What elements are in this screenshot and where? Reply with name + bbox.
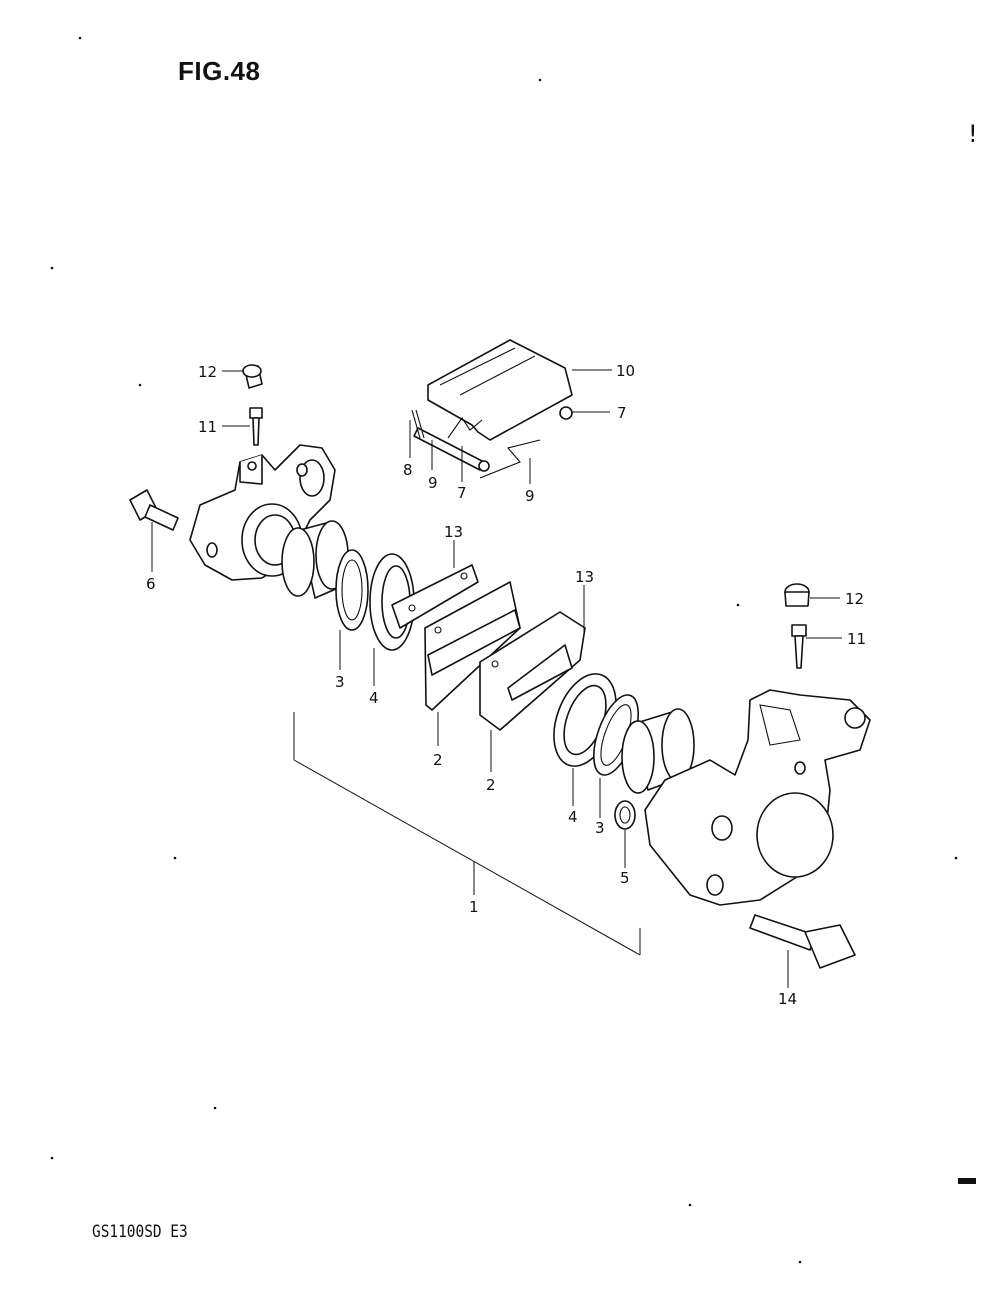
left-piston-seal [335, 549, 369, 631]
callout-12: 12 [845, 590, 864, 608]
model-code: GS1100SD E3 [92, 1222, 188, 1242]
left-pad-shim [391, 564, 479, 629]
callout-labels: 12 11 6 10 7 8 9 7 9 13 13 3 4 2 2 4 3 5… [146, 362, 866, 1008]
page-edge-mark: ! [968, 120, 978, 148]
page-edge-bar [958, 1178, 976, 1184]
callout-9: 9 [428, 474, 438, 492]
callout-6: 6 [146, 575, 156, 593]
callout-3: 3 [595, 819, 605, 837]
cotter-pin [411, 409, 425, 439]
right-bleeder-valve [791, 624, 807, 669]
right-caliper-housing [644, 689, 871, 906]
callout-4: 4 [369, 689, 379, 707]
right-bleeder-cap [784, 583, 810, 607]
callout-5: 5 [620, 869, 630, 887]
callout-9: 9 [525, 487, 535, 505]
callout-13: 13 [444, 523, 463, 541]
callout-8: 8 [403, 461, 413, 479]
callout-11: 11 [198, 418, 217, 436]
callout-13: 13 [575, 568, 594, 586]
scan-specks [50, 36, 958, 1264]
right-piston [621, 708, 695, 794]
callout-2: 2 [486, 776, 496, 794]
o-ring-washer [614, 800, 636, 830]
left-bleeder-cap [242, 364, 263, 389]
callout-2: 2 [433, 751, 443, 769]
callout-14: 14 [778, 990, 797, 1008]
right-brake-pad [479, 611, 586, 731]
left-mount-bolt [129, 489, 179, 531]
callout-3: 3 [335, 673, 345, 691]
callout-11: 11 [847, 630, 866, 648]
left-bleeder-valve [249, 407, 263, 446]
pad-spring-clips [447, 417, 541, 479]
callout-7: 7 [457, 484, 467, 502]
callout-7: 7 [617, 404, 627, 422]
figure-title: FIG.48 [178, 56, 261, 86]
pad-pin-long [413, 427, 490, 472]
pad-cover [427, 339, 573, 441]
pad-pin-short [559, 406, 573, 420]
callout-1: 1 [469, 898, 479, 916]
callout-12: 12 [198, 363, 217, 381]
assembly-bracket [293, 712, 641, 956]
left-brake-pad [424, 581, 521, 711]
right-mount-bolt [749, 914, 856, 969]
leader-lines [151, 369, 842, 988]
callout-4: 4 [568, 808, 578, 826]
callout-10: 10 [616, 362, 635, 380]
